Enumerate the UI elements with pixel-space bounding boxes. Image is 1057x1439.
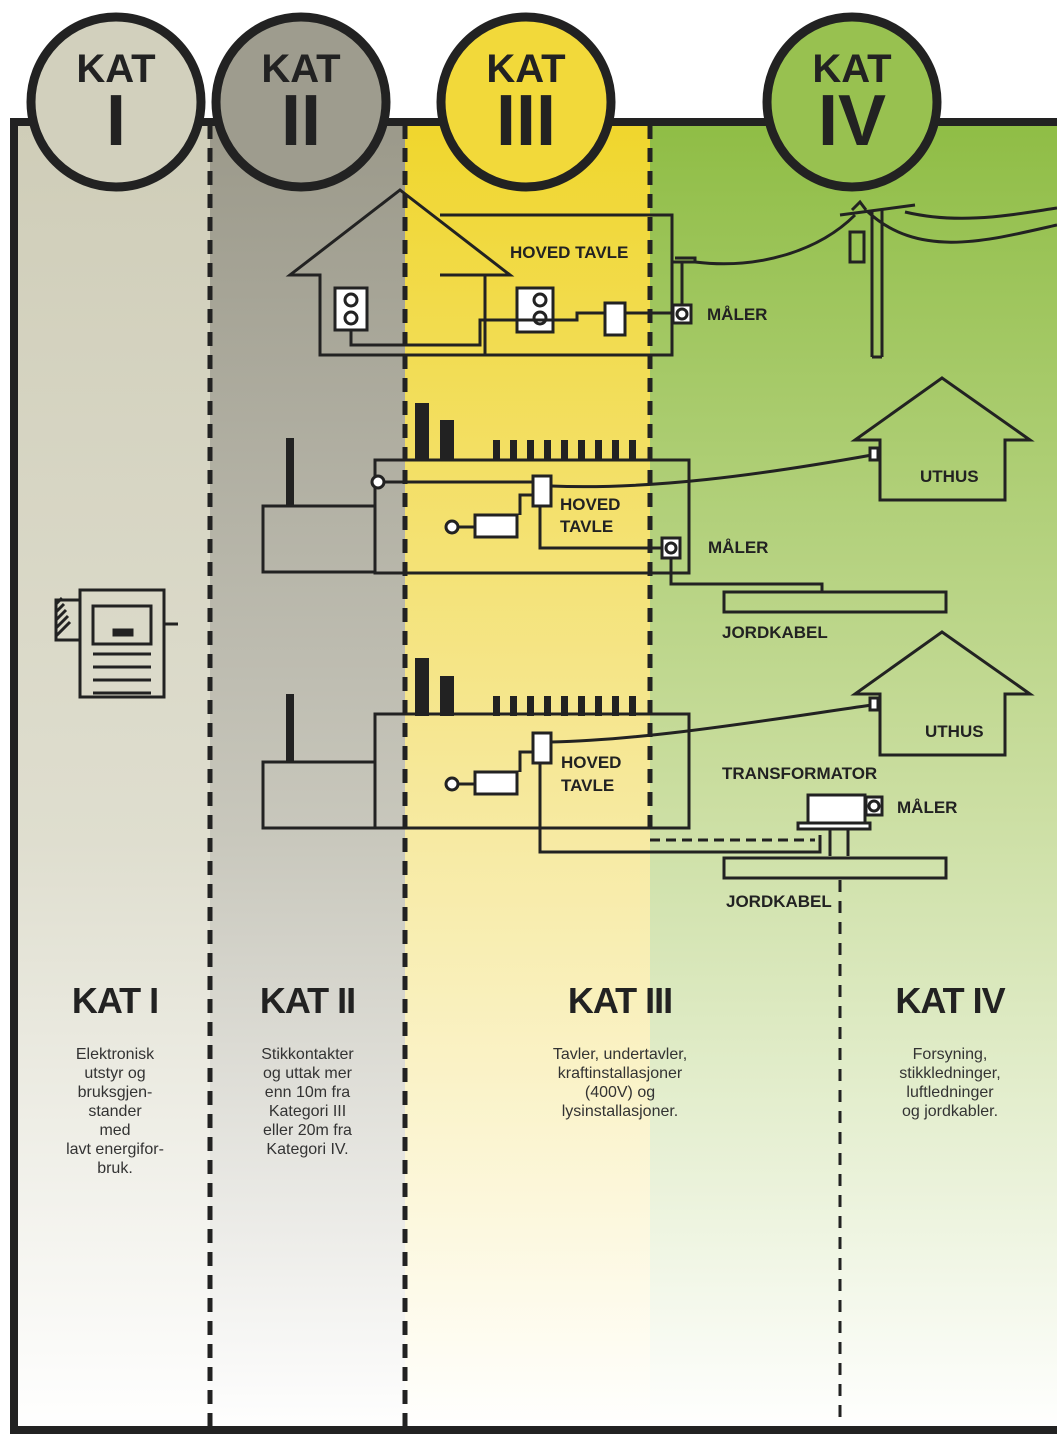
- label-hoved-tavle-1: HOVED TAVLE: [510, 243, 628, 262]
- label-hoved-3: HOVED: [561, 753, 621, 772]
- badge-kat-4-num: IV: [818, 81, 886, 161]
- label-maler-3: MÅLER: [897, 798, 957, 817]
- ground-cable-icon: [722, 590, 948, 614]
- utility-pole-icon: [839, 199, 1057, 359]
- badge-kat-4: KAT IV: [762, 12, 942, 192]
- category-desc-3: Tavler, undertavler,kraftinstallasjoner …: [552, 1046, 688, 1120]
- ground-cable-icon: [722, 856, 948, 880]
- label-jordkabel-2: JORDKABEL: [726, 892, 832, 911]
- badge-kat-3: KAT III: [436, 12, 616, 192]
- label-transformator: TRANSFORMATOR: [722, 764, 877, 783]
- label-jordkabel-1: JORDKABEL: [722, 623, 828, 642]
- label-uthus-1: UTHUS: [920, 467, 979, 486]
- category-title-2: KAT II: [259, 980, 356, 1021]
- badge-kat-1: KAT I: [26, 12, 206, 192]
- label-uthus-2: UTHUS: [925, 722, 984, 741]
- badge-kat-2-top: KAT: [261, 47, 340, 91]
- label-tavle-3: TAVLE: [561, 776, 614, 795]
- category-title-4: KAT IV: [895, 980, 1005, 1021]
- factory-icon: [261, 458, 691, 575]
- badge-kat-1-num: I: [106, 81, 126, 161]
- badge-kat-4-top: KAT: [812, 47, 891, 91]
- badge-kat-1-top: KAT: [76, 47, 155, 91]
- label-hoved-2: HOVED: [560, 495, 620, 514]
- printer-icon: [54, 588, 178, 699]
- badge-kat-3-top: KAT: [486, 47, 565, 91]
- badge-kat-2: KAT II: [211, 12, 391, 192]
- house-icon: [850, 376, 1035, 502]
- label-maler-2: MÅLER: [708, 538, 768, 557]
- label-tavle-2: TAVLE: [560, 517, 613, 536]
- category-title-1: KAT I: [71, 980, 159, 1021]
- transformer-icon: [796, 793, 872, 856]
- house-icon: [850, 630, 1035, 757]
- badge-kat-3-num: III: [496, 81, 556, 161]
- factory-icon: [261, 712, 691, 830]
- badge-kat-2-num: II: [281, 81, 321, 161]
- category-title-3: KAT III: [567, 980, 673, 1021]
- label-maler-1: MÅLER: [707, 305, 767, 324]
